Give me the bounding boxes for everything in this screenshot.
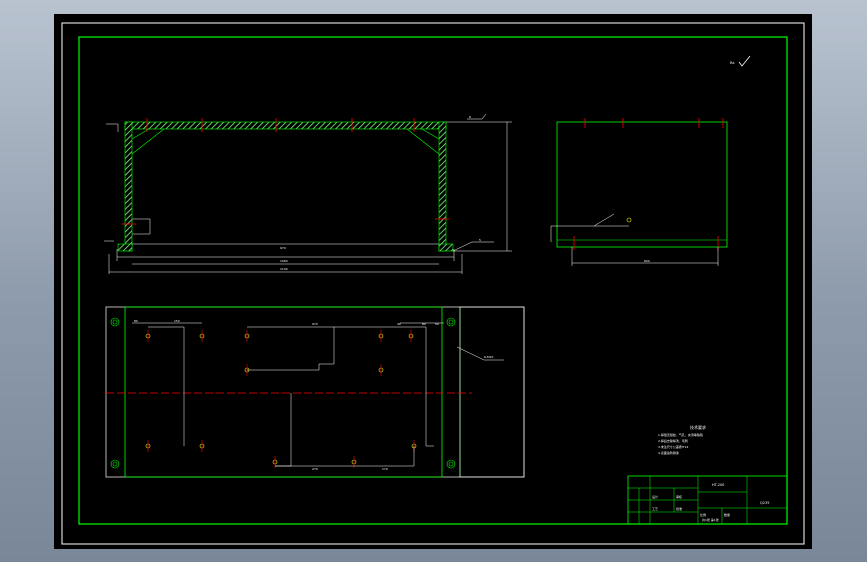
notes-line-4: 4.表面涂防锈漆 [658,450,679,455]
title-block: HT-200 Q235 设计 审核 工艺 批准 比例 数量 共1张 第1张 [627,475,788,525]
roughness-text: Ra [730,61,735,65]
title-label-approve: 批准 [676,506,682,511]
dim-plan-h: 170 [382,467,388,471]
plan-view: 80 150 970 40 80 50 270 170 6-M10 [105,306,525,478]
side-view: 600 [550,118,728,266]
title-sheet: 共1张 第1张 [702,517,719,522]
cad-drawing-canvas: Ra [61,22,805,545]
dim-plan-g: 270 [312,467,318,471]
drawing-frame [78,36,788,525]
dim-front-overall: 1100 [280,267,288,271]
technical-notes: 技术要求 1.焊缝无裂纹、气孔、夹渣等缺陷 2.焊后去除焊渣、毛刺 3.未注尺寸… [658,424,706,455]
notes-line-3: 3.未注尺寸公差按IT14 [658,444,688,449]
dim-plan-e: 80 [422,322,426,326]
dim-plan-b: 150 [174,319,180,323]
title-part-name: HT-200 [712,483,724,487]
leader-hole-spec: 6-M10 [484,355,493,359]
weld-symbol-right: 5 [479,238,481,242]
title-label-qty: 数量 [724,512,730,517]
notes-line-1: 1.焊缝无裂纹、气孔、夹渣等缺陷 [658,432,703,437]
dim-front-top: 970 [280,246,286,250]
weld-symbol-top: 6 [469,115,471,119]
title-label-process: 工艺 [652,506,658,511]
title-label-design: 设计 [652,494,658,499]
dim-plan-a: 80 [134,319,138,323]
sheet-border [61,22,805,545]
dim-plan-f: 50 [435,322,439,326]
front-section-view: 970 1060 1100 6 5 [104,113,512,274]
notes-title: 技术要求 [690,424,706,430]
dim-plan-c: 970 [312,322,318,326]
dim-front-inner: 1060 [280,259,288,263]
roughness-symbol: Ra [730,55,751,67]
notes-line-2: 2.焊后去除焊渣、毛刺 [658,438,688,443]
cad-viewport[interactable]: Ra [54,14,812,549]
dim-plan-d: 40 [397,322,401,326]
title-material: Q235 [760,501,769,505]
title-label-review: 审核 [676,494,682,499]
dim-side-width: 600 [644,259,650,263]
title-label-scale: 比例 [700,512,706,517]
